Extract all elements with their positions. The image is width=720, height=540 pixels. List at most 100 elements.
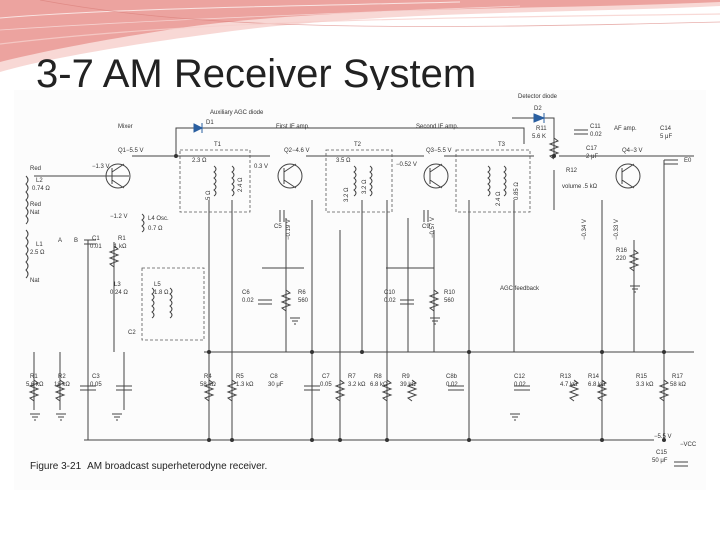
e0-ref: E0 xyxy=(684,158,692,164)
r6-ref: R6 xyxy=(298,290,306,296)
bottom-r8-ref: R8 xyxy=(374,374,382,380)
terminal-b: B xyxy=(74,238,78,244)
stage-label-af: AF amp. xyxy=(614,126,637,132)
q1-base-voltage: −1.2 V xyxy=(110,214,128,220)
bottom-r5-ref: R5 xyxy=(236,374,244,380)
r12-value: volume .5 kΩ xyxy=(562,184,598,190)
winding-res-4: 3.5 Ω xyxy=(336,158,351,164)
r10-ref: R10 xyxy=(444,290,456,296)
q2-base-voltage: −0.19 V xyxy=(286,219,292,240)
winding-res-1: 2.3 Ω xyxy=(192,158,207,164)
c14-value: 5 μF xyxy=(660,134,672,140)
t1-label: T1 xyxy=(214,142,222,148)
supply-cap-value: 50 μF xyxy=(652,458,668,464)
c17-ref: C17 xyxy=(586,146,598,152)
ground-symbols xyxy=(30,285,640,421)
schematic-labels: Mixer First IF amp. Second IF amp. AF am… xyxy=(26,94,697,464)
winding-res-6: 3.2 Ω xyxy=(362,179,368,194)
bottom-c8b-ref: C8b xyxy=(446,374,458,380)
transistor-symbols xyxy=(105,163,641,189)
winding-res-8: 0.85 Ω xyxy=(514,182,520,200)
c1-ref: C1 xyxy=(92,236,100,242)
bottom-r1-value: 5.6 kΩ xyxy=(26,382,44,388)
receiver-schematic: Mixer First IF amp. Second IF amp. AF am… xyxy=(25,94,697,467)
junction-dots xyxy=(174,154,666,442)
q3-label: Q3 xyxy=(426,148,435,154)
q1-label: Q1 xyxy=(118,148,127,154)
capacitor-symbols xyxy=(80,129,688,467)
header-swoosh-decoration xyxy=(0,0,720,72)
antenna-nat-1: Nat xyxy=(30,210,40,216)
q3-emitter-voltage: −0.52 V xyxy=(396,162,417,168)
r1-top-value: 1 kΩ xyxy=(114,244,127,250)
r11-value: 5.6 K xyxy=(532,134,546,140)
winding-res-7: 2.4 Ω xyxy=(496,191,502,206)
t3-label: T3 xyxy=(498,142,506,148)
bottom-r13-value: 4.7 kΩ xyxy=(560,382,578,388)
c6-value: 0.02 xyxy=(242,298,254,304)
r11-ref: R11 xyxy=(536,126,547,132)
l5-label: L5 xyxy=(154,282,161,288)
bottom-c3-ref: C3 xyxy=(92,374,100,380)
c17-value: 2 μF xyxy=(586,154,598,160)
stage-label-aux-agc: Auxiliary AGC diode xyxy=(210,110,264,116)
bottom-c8-value: 30 μF xyxy=(268,382,284,388)
stage-label-detector: Detector diode xyxy=(518,94,558,100)
l2-value: 0.74 Ω xyxy=(32,186,50,192)
r10-value: 560 xyxy=(444,298,455,304)
bottom-r9-value: 39 kΩ xyxy=(400,382,416,388)
d1-label: D1 xyxy=(206,120,214,126)
bottom-r15-value: 3.3 kΩ xyxy=(636,382,654,388)
bottom-c8b-value: 0.02 xyxy=(446,382,458,388)
stage-label-agc-feedback: AGC feedback xyxy=(500,286,540,292)
q2-label: Q2 xyxy=(284,148,293,154)
bottom-r13-ref: R13 xyxy=(560,374,572,380)
osc-value: 0.7 Ω xyxy=(148,226,163,232)
c9-ref: C9 xyxy=(422,224,430,230)
q4-voltage: −3 V xyxy=(630,148,643,154)
c1-value: 0.01 xyxy=(90,244,102,250)
c2-label: C2 xyxy=(128,330,136,336)
slide-title: 3-7 AM Receiver System xyxy=(36,52,477,96)
c10-value: 0.02 xyxy=(384,298,396,304)
d2-label: D2 xyxy=(534,106,542,112)
r6-value: 560 xyxy=(298,298,309,304)
q4-base-voltage: −0.33 V xyxy=(614,219,620,240)
resistor-symbols xyxy=(28,137,670,402)
l5-value: 1.8 Ω xyxy=(154,290,169,296)
l1-label: L1 xyxy=(36,242,43,248)
bottom-r1-ref: R1 xyxy=(30,374,38,380)
transformer-shields xyxy=(141,149,531,341)
figure-number: Figure 3-21 xyxy=(30,461,82,472)
bottom-r7-value: 3.2 kΩ xyxy=(348,382,366,388)
bottom-r14-ref: R14 xyxy=(588,374,600,380)
c14-ref: C14 xyxy=(660,126,672,132)
stage-label-first-if: First IF amp. xyxy=(276,124,310,130)
l3-label: L3 xyxy=(114,282,121,288)
figure-caption: Figure 3-21 AM broadcast superheterodyne … xyxy=(30,461,267,472)
stage-label-mixer: Mixer xyxy=(118,124,133,130)
bottom-r8-value: 6.8 kΩ xyxy=(370,382,388,388)
supply-cap-ref: C15 xyxy=(656,450,668,456)
diode-symbols xyxy=(193,113,546,133)
c6-ref: C6 xyxy=(242,290,250,296)
bottom-r15-ref: R15 xyxy=(636,374,648,380)
schematic-wiring xyxy=(33,117,694,441)
q4-emitter-voltage: −0.34 V xyxy=(582,219,588,240)
osc-label: L4 Osc. xyxy=(148,216,169,222)
antenna-red-1: Red xyxy=(30,166,41,172)
bottom-c7-value: 0.05 xyxy=(320,382,332,388)
q2-emitter-voltage: 0.3 V xyxy=(254,164,268,170)
bottom-r2-ref: R2 xyxy=(58,374,66,380)
l1-value: 2.5 Ω xyxy=(30,250,45,256)
bottom-r17-value: 58 kΩ xyxy=(670,382,686,388)
bottom-r4-ref: R4 xyxy=(204,374,212,380)
q1-emitter-voltage: −1.3 V xyxy=(92,164,110,170)
bottom-c7-ref: C7 xyxy=(322,374,330,380)
r16-value: 220 xyxy=(616,256,627,262)
supply-voltage: −5.5 V xyxy=(654,434,672,440)
bottom-c3-value: 0.05 xyxy=(90,382,102,388)
q3-base-voltage: −0.57 V xyxy=(430,217,436,238)
figure-caption-text: AM broadcast superheterodyne receiver. xyxy=(87,461,268,472)
winding-res-2: 5 Ω xyxy=(206,190,212,200)
